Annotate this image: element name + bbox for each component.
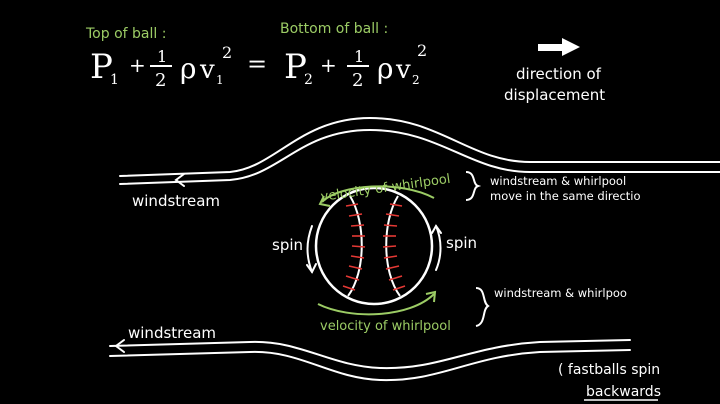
spin-left-label: spin: [272, 236, 303, 254]
bottom-windstream-label: windstream: [128, 324, 216, 342]
top-windstream-outer-line: [119, 116, 720, 177]
top-windstream-label: windstream: [132, 192, 220, 210]
equals-sign: =: [247, 50, 267, 78]
fastball-note-line-2: backwards: [586, 384, 661, 400]
velocity-1-subscript: 1: [216, 73, 224, 87]
baseball-outline: [314, 186, 434, 306]
top-velocity-arc: [321, 185, 435, 203]
fastball-note-line-1: ( fastballs spin: [558, 362, 660, 378]
density-2: ρ: [377, 52, 393, 85]
pressure-1-subscript: 1: [110, 72, 119, 88]
top-note-line-1: windstream & whirlpool: [490, 174, 626, 188]
pressure-2: P: [284, 47, 307, 87]
down-arrow-icon: [306, 225, 317, 274]
bottom-windstream-upper-line: [109, 339, 631, 370]
half-1-denominator: 2: [155, 70, 166, 91]
bottom-note: windstream & whirlpoo: [494, 286, 627, 300]
bottom-note-brace: [475, 287, 490, 327]
baseball: [314, 186, 434, 306]
half-2-denominator: 2: [352, 70, 363, 91]
pressure-1: P: [90, 47, 113, 87]
bottom-windstream-lower-line: [109, 349, 631, 382]
baseball-left-stitches: [342, 203, 366, 291]
half-2-numerator: 1: [354, 47, 364, 66]
top-note-brace: [465, 171, 482, 201]
top-velocity-arrowhead: [318, 195, 331, 207]
direction-label-line-2: displacement: [504, 86, 605, 104]
velocity-2-exponent: 2: [417, 41, 427, 60]
bottom-velocity-label: velocity of whirlpool: [320, 319, 451, 334]
bernoulli-equation: P 1 + 1 2 ρ v 1 2 = P 2 + 1 2 ρ v 2 2: [90, 41, 427, 91]
spin-right-label: spin: [446, 234, 477, 252]
velocity-1-exponent: 2: [222, 43, 232, 62]
top-windstream-inner-line: [119, 128, 720, 185]
plus-sign-1: +: [129, 53, 146, 77]
bottom-of-ball-label: Bottom of ball :: [280, 21, 388, 37]
bottom-velocity-arrowhead: [425, 290, 437, 303]
direction-label-line-1: direction of: [516, 65, 602, 83]
left-arrow-icon: [114, 339, 125, 353]
baseball-right-stitches: [382, 203, 406, 291]
density-1: ρ: [180, 52, 196, 85]
velocity-2: v: [395, 55, 411, 85]
up-arrow-icon: [431, 224, 442, 271]
left-arrow-icon: [174, 173, 185, 187]
plus-sign-2: +: [320, 53, 337, 77]
top-of-ball-label: Top of ball :: [85, 26, 166, 42]
top-note-line-2: move in the same directio: [490, 189, 641, 203]
bottom-windstream-lines: [109, 339, 631, 382]
half-1-numerator: 1: [157, 47, 167, 66]
velocity-1: v: [199, 55, 215, 85]
velocity-2-subscript: 2: [412, 73, 420, 87]
pressure-2-subscript: 2: [304, 72, 313, 88]
thick-right-arrow-icon: [538, 38, 580, 56]
top-windstream-lines: [119, 116, 720, 185]
bottom-velocity-arc: [317, 293, 435, 316]
